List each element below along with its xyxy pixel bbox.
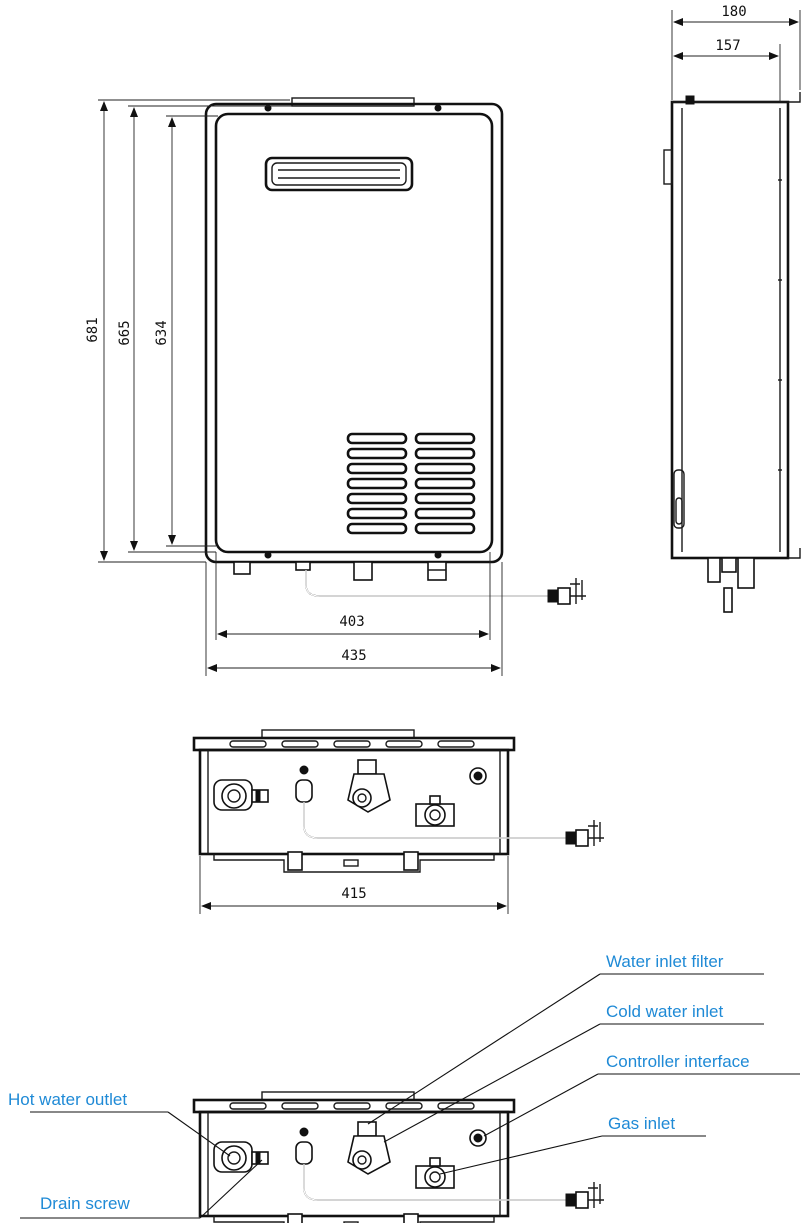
bottom-view-labeled: Water inlet filter Cold water inlet Cont… — [8, 952, 800, 1223]
depth-180-label: 180 — [721, 4, 746, 20]
controller-interface-label: Controller interface — [606, 1052, 750, 1071]
side-view: 180 157 — [663, 4, 801, 613]
bottom-view: 415 — [192, 729, 604, 914]
power-cord — [305, 570, 548, 597]
height-665-label: 665 — [117, 320, 133, 345]
hot-water-outlet-label: Hot water outlet — [8, 1090, 127, 1109]
power-plug-icon — [547, 589, 559, 603]
side-casing — [670, 100, 790, 560]
top-mounting-bracket — [291, 97, 415, 107]
width-435-label: 435 — [341, 648, 366, 664]
front-view: 681 665 634 403 435 — [85, 97, 586, 676]
gas-inlet-label: Gas inlet — [608, 1114, 675, 1133]
width-403-label: 403 — [339, 614, 364, 630]
exhaust-vent — [264, 156, 414, 192]
width-415-label: 415 — [341, 886, 366, 902]
depth-157-label: 157 — [715, 38, 740, 54]
height-634-label: 634 — [154, 320, 170, 345]
water-inlet-filter-label: Water inlet filter — [606, 952, 724, 971]
intake-grille — [346, 432, 476, 535]
height-681-label: 681 — [85, 317, 101, 342]
drain-screw-label: Drain screw — [40, 1194, 130, 1213]
cold-water-inlet-label: Cold water inlet — [606, 1002, 723, 1021]
front-panel — [214, 112, 494, 554]
